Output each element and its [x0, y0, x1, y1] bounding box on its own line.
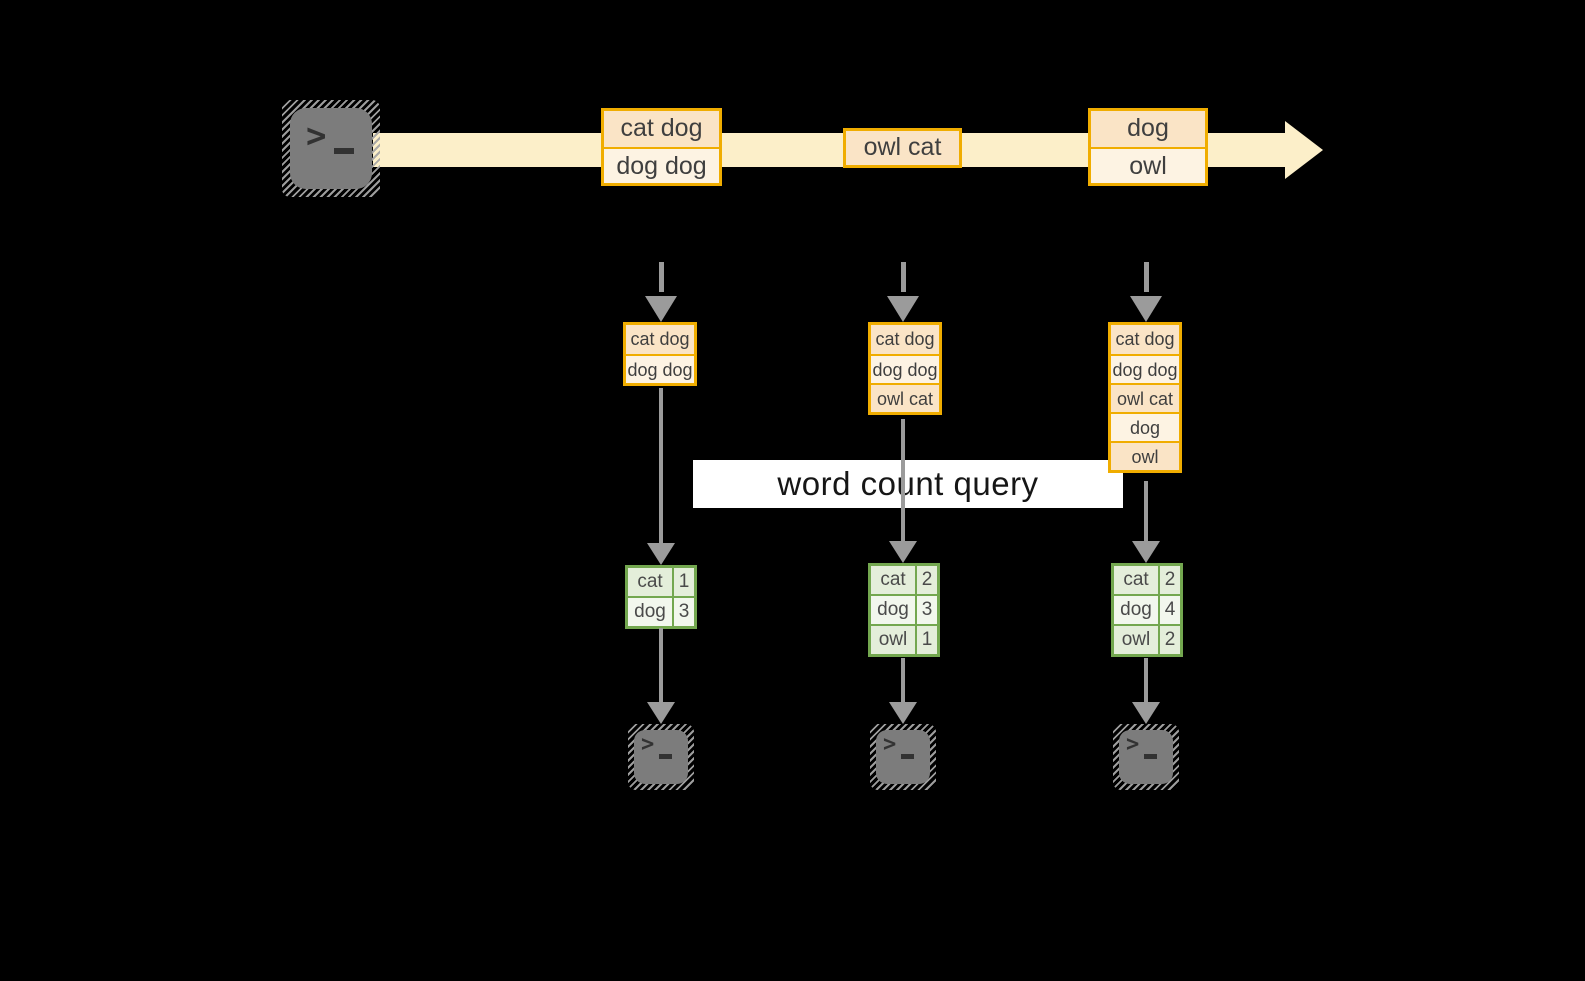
word-cell: owl [871, 626, 915, 654]
table-row: cat 2 [1114, 566, 1180, 594]
event-record: owl cat [846, 131, 959, 165]
word-cell: dog [871, 596, 915, 624]
table-row: owl 1 [871, 624, 937, 654]
dashed-arrow-icon [1130, 262, 1162, 322]
terminal-sink-icon: > [1113, 724, 1179, 790]
count-cell: 2 [1158, 626, 1180, 654]
stream-event-box-2: owl cat [843, 128, 962, 168]
arrow-icon [889, 419, 917, 563]
terminal-sink-icon: > [870, 724, 936, 790]
table-row: cat 2 [871, 566, 937, 594]
word-cell: cat [628, 568, 672, 596]
stream-event-box-1: cat dog dog dog [601, 108, 722, 186]
arrow-icon [647, 628, 675, 724]
query-banner: word count query [693, 460, 1123, 508]
prompt-chevron-icon: > [641, 732, 655, 757]
snapshot-record: cat dog [626, 325, 694, 354]
word-cell: cat [871, 566, 915, 594]
snapshot-stack-1: cat dog dog dog [623, 322, 697, 386]
table-row: dog 3 [871, 594, 937, 624]
terminal-sink-icon: > [628, 724, 694, 790]
table-row: owl 2 [1114, 624, 1180, 654]
word-cell: dog [628, 598, 672, 626]
word-cell: owl [1114, 626, 1158, 654]
prompt-cursor-icon [334, 148, 354, 154]
table-row: cat 1 [628, 568, 694, 596]
stream-arrowhead-icon [1285, 121, 1323, 179]
count-cell: 2 [1158, 566, 1180, 594]
event-record: dog [1091, 111, 1205, 147]
count-cell: 3 [915, 596, 937, 624]
word-count-table-2: cat 2 dog 3 owl 1 [868, 563, 940, 657]
snapshot-record: dog dog [871, 354, 939, 383]
prompt-cursor-icon [901, 754, 914, 759]
arrow-icon [889, 658, 917, 724]
dashed-arrow-icon [645, 262, 677, 322]
snapshot-record: owl cat [871, 383, 939, 412]
count-cell: 4 [1158, 596, 1180, 624]
event-record: cat dog [604, 111, 719, 147]
prompt-cursor-icon [659, 754, 672, 759]
event-record: dog dog [604, 147, 719, 183]
count-cell: 1 [915, 626, 937, 654]
count-cell: 2 [915, 566, 937, 594]
count-cell: 1 [672, 568, 694, 596]
snapshot-record: owl cat [1111, 383, 1179, 412]
terminal-screen [290, 108, 372, 189]
count-cell: 3 [672, 598, 694, 626]
arrow-icon [1132, 658, 1160, 724]
event-record: owl [1091, 147, 1205, 183]
snapshot-record: dog [1111, 412, 1179, 441]
table-row: dog 4 [1114, 594, 1180, 624]
snapshot-record: dog dog [1111, 354, 1179, 383]
stream-event-box-3: dog owl [1088, 108, 1208, 186]
word-cell: dog [1114, 596, 1158, 624]
snapshot-record: cat dog [871, 325, 939, 354]
arrow-icon [1132, 481, 1160, 563]
dashed-arrow-icon [887, 262, 919, 322]
snapshot-record: cat dog [1111, 325, 1179, 354]
query-banner-label: word count query [777, 465, 1039, 502]
word-cell: cat [1114, 566, 1158, 594]
snapshot-record: dog dog [626, 354, 694, 383]
word-count-table-3: cat 2 dog 4 owl 2 [1111, 563, 1183, 657]
snapshot-stack-2: cat dog dog dog owl cat [868, 322, 942, 415]
prompt-cursor-icon [1144, 754, 1157, 759]
table-row: dog 3 [628, 596, 694, 626]
snapshot-record: owl [1111, 441, 1179, 470]
prompt-chevron-icon: > [1126, 732, 1140, 757]
terminal-source-icon: > [282, 100, 380, 197]
prompt-chevron-icon: > [883, 732, 897, 757]
prompt-chevron-icon: > [306, 116, 327, 156]
word-count-table-1: cat 1 dog 3 [625, 565, 697, 629]
snapshot-stack-3: cat dog dog dog owl cat dog owl [1108, 322, 1182, 473]
arrow-icon [647, 388, 675, 565]
